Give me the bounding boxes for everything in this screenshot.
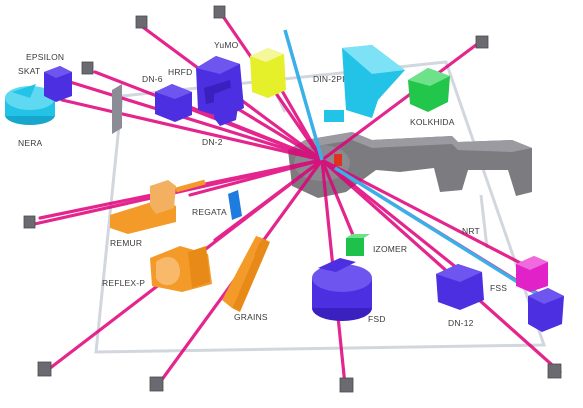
label-dn12: DN-12: [448, 318, 474, 328]
guide-end-stations: [23, 5, 562, 393]
label-kolkhida: KOLKHIDA: [410, 117, 455, 127]
guide-izomer: [320, 158, 357, 242]
end-station: [149, 376, 164, 392]
instrument-fsd: [312, 258, 372, 321]
instrument-dn12: [436, 264, 484, 310]
end-station: [37, 361, 52, 377]
label-nera: NERA: [18, 138, 43, 148]
instrument-din2pi: [324, 45, 405, 122]
guide-remur: [188, 158, 324, 197]
guide-top-right: [320, 40, 482, 162]
label-fss: FSS: [490, 283, 508, 293]
guide-fss-blue: [334, 166, 541, 298]
blue-guides: [283, 29, 541, 298]
instrument-regata: [228, 190, 242, 220]
guide-nera: [60, 98, 324, 162]
instrument-grains: [222, 236, 270, 312]
guide-nrt: [320, 158, 532, 270]
end-station: [213, 5, 226, 19]
end-station: [475, 35, 489, 49]
reactor-core: [334, 154, 342, 166]
instrument-skat: [44, 66, 72, 102]
instrument-yumo: [250, 48, 286, 98]
instrument-dn2: [214, 88, 240, 126]
label-dn6: DN-6: [142, 74, 163, 84]
instrument-remur: [110, 179, 206, 234]
instrument-fss: [528, 288, 564, 332]
label-skat: SKAT: [18, 66, 41, 76]
end-station: [547, 363, 562, 379]
instrument-nrt: [516, 256, 548, 292]
guide-dn12-long: [320, 158, 562, 374]
label-regata: REGATA: [192, 207, 227, 217]
guide-left-long-2: [28, 158, 324, 227]
label-yumo: YuMO: [214, 40, 239, 50]
end-station: [81, 61, 94, 75]
label-reflexp: REFLEX-P: [102, 278, 146, 288]
label-epsilon: EPSILON: [26, 52, 65, 62]
instrument-nera: [5, 84, 55, 125]
label-fsd: FSD: [368, 314, 386, 324]
instrument-kolkhida: [408, 68, 450, 112]
instrument-izomer: [346, 234, 370, 256]
label-remur: REMUR: [110, 238, 143, 248]
end-station: [135, 15, 148, 29]
label-hrfd: HRFD: [168, 67, 193, 77]
instrument-reflexp: [150, 246, 212, 292]
label-grains: GRAINS: [234, 312, 268, 322]
end-station: [339, 377, 354, 393]
label-din2pi: DIN-2PI: [313, 74, 345, 84]
shield-panel: [112, 84, 122, 134]
label-izomer: IZOMER: [373, 244, 408, 254]
label-dn2: DN-2: [202, 137, 223, 147]
instrument-dn6: [155, 84, 192, 122]
guide-din2pi: [283, 29, 324, 161]
end-station: [23, 215, 36, 229]
label-nrt: NRT: [462, 226, 480, 236]
